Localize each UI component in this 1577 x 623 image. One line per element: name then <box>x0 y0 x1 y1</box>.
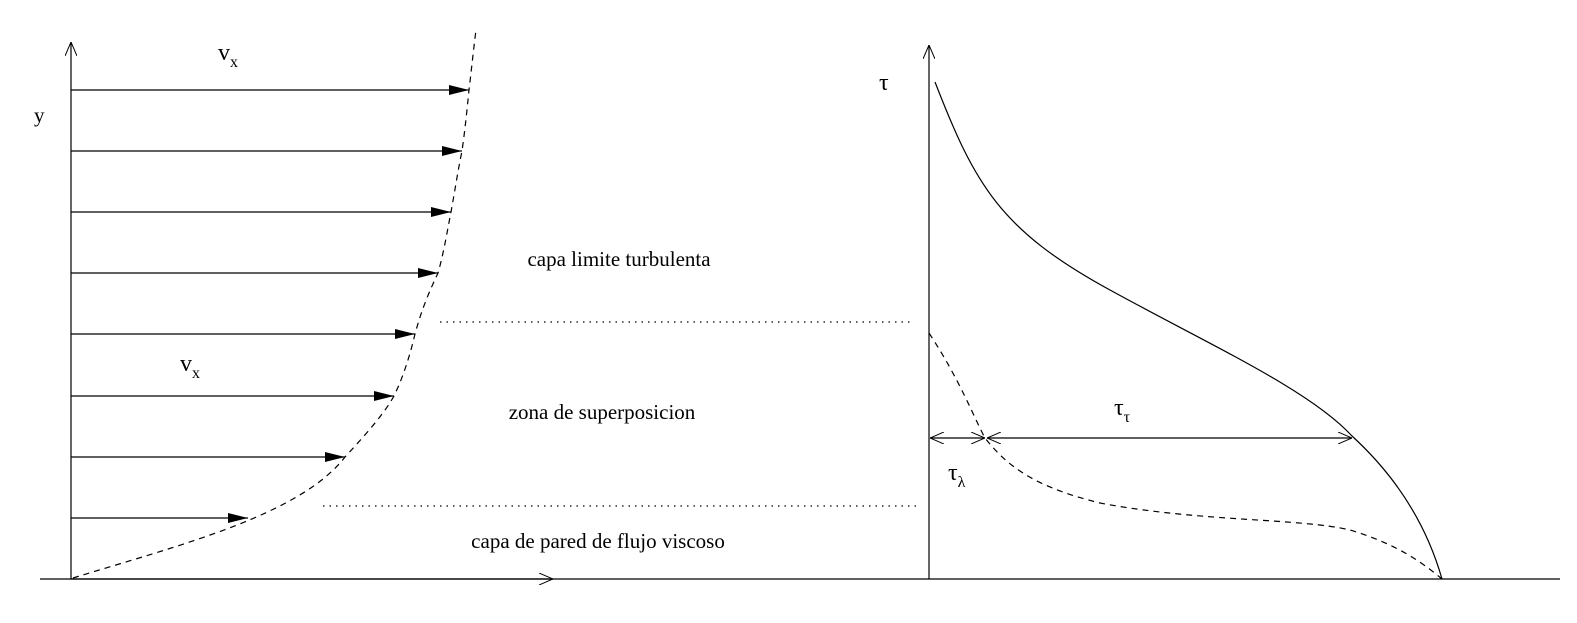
top-velocity-label: vx <box>218 40 238 71</box>
laminar-stress-label: τλ <box>948 460 966 491</box>
turbulent-zone-label: capa limite turbulenta <box>527 247 711 271</box>
velocity-vectors <box>71 85 469 523</box>
viscous-zone-label: capa de pared de flujo viscoso <box>471 529 725 553</box>
turbulent-stress-label: ττ <box>1114 395 1131 426</box>
velocity-profile-curve <box>72 29 477 579</box>
overlap-zone-label: zona de superposicion <box>509 400 696 424</box>
laminar-stress-curve <box>928 332 1443 580</box>
total-stress-curve <box>934 81 1443 580</box>
mid-velocity-label: vx <box>180 351 200 382</box>
right-y-axis-label: τ <box>879 70 889 96</box>
left-y-axis-label: y <box>34 103 45 127</box>
